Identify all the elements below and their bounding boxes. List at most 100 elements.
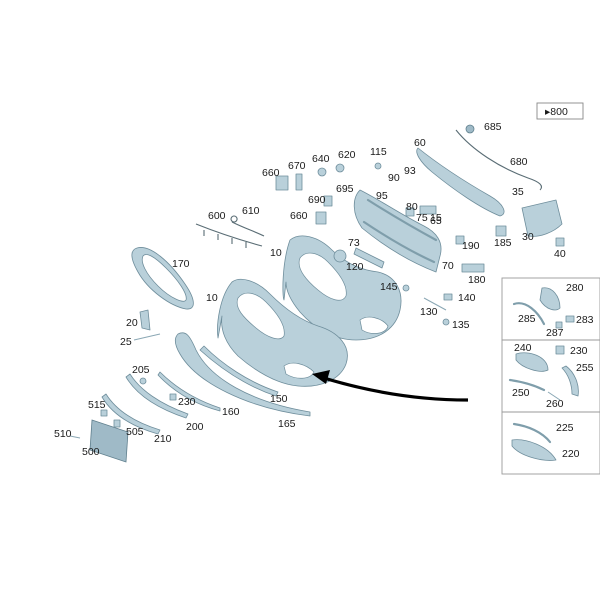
- callout-70[interactable]: 70: [442, 260, 454, 272]
- bracket-part-20: [139, 309, 151, 331]
- callout-660-lower[interactable]: 660: [290, 210, 308, 222]
- callout-685[interactable]: 685: [484, 121, 502, 133]
- callout-225[interactable]: 225: [556, 422, 574, 434]
- callout-515[interactable]: 515: [88, 399, 106, 411]
- callout-510[interactable]: 510: [54, 428, 72, 440]
- callout-230-inset[interactable]: 230: [570, 345, 588, 357]
- sensor-part-620: [335, 163, 345, 173]
- reference-label[interactable]: ▸800: [545, 106, 568, 118]
- trim-part-260: [547, 391, 561, 401]
- callout-40[interactable]: 40: [554, 248, 566, 260]
- cap-part-120: [333, 249, 347, 263]
- callout-150[interactable]: 150: [270, 393, 288, 405]
- callout-10-lower[interactable]: 10: [206, 292, 218, 304]
- clip-part-115: [374, 162, 382, 170]
- callout-10-upper[interactable]: 10: [270, 247, 282, 259]
- side-bracket-part-30: [521, 199, 563, 237]
- reference-box[interactable]: [536, 102, 584, 120]
- callout-130[interactable]: 130: [420, 306, 438, 318]
- callout-610[interactable]: 610: [242, 205, 260, 217]
- callout-210[interactable]: 210: [154, 433, 172, 445]
- callout-505[interactable]: 505: [126, 426, 144, 438]
- callout-200[interactable]: 200: [186, 421, 204, 433]
- callout-255[interactable]: 255: [576, 362, 594, 374]
- trim-strip-part-160: [157, 371, 221, 412]
- callout-620[interactable]: 620: [338, 149, 356, 161]
- grille-insert-part-240: [515, 352, 549, 372]
- callout-285[interactable]: 285: [518, 313, 536, 325]
- callout-670[interactable]: 670: [288, 160, 306, 172]
- carrier-bar-upper: [366, 198, 438, 242]
- callout-135[interactable]: 135: [452, 319, 470, 331]
- connector-part-685: [465, 124, 475, 134]
- callout-500[interactable]: 500: [82, 446, 100, 458]
- bracket-part-690: [323, 195, 333, 207]
- callout-640[interactable]: 640: [312, 153, 330, 165]
- callout-140[interactable]: 140: [458, 292, 476, 304]
- callout-165[interactable]: 165: [278, 418, 296, 430]
- callout-250[interactable]: 250: [512, 387, 530, 399]
- wiring-harness-part-610: [230, 215, 265, 237]
- inset-box-lower: [501, 411, 600, 475]
- callout-287[interactable]: 287: [546, 327, 564, 339]
- clip-part-140: [443, 293, 453, 301]
- callout-35[interactable]: 35: [512, 186, 524, 198]
- callout-30[interactable]: 30: [522, 231, 534, 243]
- callout-20[interactable]: 20: [126, 317, 138, 329]
- bumper-carrier-part-70: [353, 189, 442, 273]
- callout-240[interactable]: 240: [514, 342, 532, 354]
- clip-part-205: [139, 377, 147, 385]
- sensor-part-660-upper: [275, 175, 289, 191]
- callout-680[interactable]: 680: [510, 156, 528, 168]
- callout-660-upper[interactable]: 660: [262, 167, 280, 179]
- bracket-part-185: [495, 225, 507, 237]
- callout-25[interactable]: 25: [120, 336, 132, 348]
- bracket-part-190: [455, 235, 465, 245]
- bracket-part-65: [419, 205, 437, 215]
- trim-part-225: [512, 422, 552, 444]
- callout-95[interactable]: 95: [376, 190, 388, 202]
- wiring-harness-part-600: [195, 223, 263, 248]
- callout-15[interactable]: 15: [430, 212, 442, 224]
- callout-120[interactable]: 120: [346, 261, 364, 273]
- callout-190[interactable]: 190: [462, 240, 480, 252]
- callout-145[interactable]: 145: [380, 281, 398, 293]
- callout-185[interactable]: 185: [494, 237, 512, 249]
- screw-part-510: [69, 435, 81, 439]
- rod-part-25: [133, 333, 161, 341]
- trim-part-255: [561, 365, 579, 397]
- callout-690[interactable]: 690: [308, 194, 326, 206]
- trim-strip-part-210: [101, 393, 161, 435]
- callout-93[interactable]: 93: [404, 165, 416, 177]
- callout-60[interactable]: 60: [414, 137, 426, 149]
- callout-90[interactable]: 90: [388, 172, 400, 184]
- callout-65[interactable]: 65: [430, 215, 442, 227]
- trim-strip-part-150: [199, 345, 279, 397]
- callout-160[interactable]: 160: [222, 406, 240, 418]
- clip-part-145: [402, 284, 410, 292]
- bumper-upper-fog-opening: [359, 316, 389, 334]
- callout-283[interactable]: 283: [576, 314, 594, 326]
- bracket-part-180: [461, 263, 485, 273]
- callout-220[interactable]: 220: [562, 448, 580, 460]
- callout-205[interactable]: 205: [132, 364, 150, 376]
- callout-73[interactable]: 73: [348, 237, 360, 249]
- callout-230[interactable]: 230: [178, 396, 196, 408]
- sensor-part-660-lower: [315, 211, 327, 225]
- clip-part-287: [555, 321, 563, 329]
- sensor-part-640: [317, 167, 327, 177]
- callout-280[interactable]: 280: [566, 282, 584, 294]
- clip-part-283: [565, 315, 575, 323]
- clip-part-230: [169, 393, 177, 401]
- callout-80[interactable]: 80: [406, 201, 418, 213]
- callout-695[interactable]: 695: [336, 183, 354, 195]
- callout-260[interactable]: 260: [546, 398, 564, 410]
- cross-member-part-60: [416, 147, 505, 217]
- callout-115[interactable]: 115: [370, 146, 387, 158]
- callout-180[interactable]: 180: [468, 274, 486, 286]
- callout-170[interactable]: 170: [172, 258, 190, 270]
- trim-part-250: [508, 378, 546, 392]
- callout-600[interactable]: 600: [208, 210, 226, 222]
- callout-75[interactable]: 75: [416, 212, 428, 224]
- bumper-upper-grille-opening: [298, 252, 347, 301]
